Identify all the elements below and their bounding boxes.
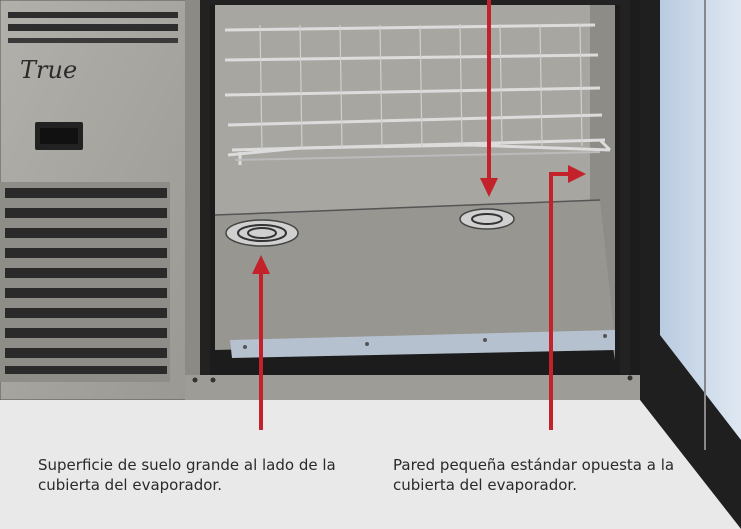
floor-drain-right (459, 208, 515, 230)
arrow-right-bent (549, 165, 586, 430)
caption-panel (0, 400, 741, 529)
wire-shelf (224, 23, 612, 165)
floor-drain-left (225, 219, 299, 247)
glass-door (640, 0, 741, 529)
brand-logo: True (20, 56, 77, 84)
arrow-left-up (252, 255, 270, 430)
ventilation-louvers (0, 182, 170, 382)
caption-small-standard-wall: Pared pequeña estándar opuesta a la cubi… (393, 456, 675, 494)
caption-large-floor-surface: Superficie de suelo grande al lado de la… (38, 456, 336, 494)
refrigerator-interior (200, 0, 640, 400)
arrow-top-center (480, 0, 498, 197)
